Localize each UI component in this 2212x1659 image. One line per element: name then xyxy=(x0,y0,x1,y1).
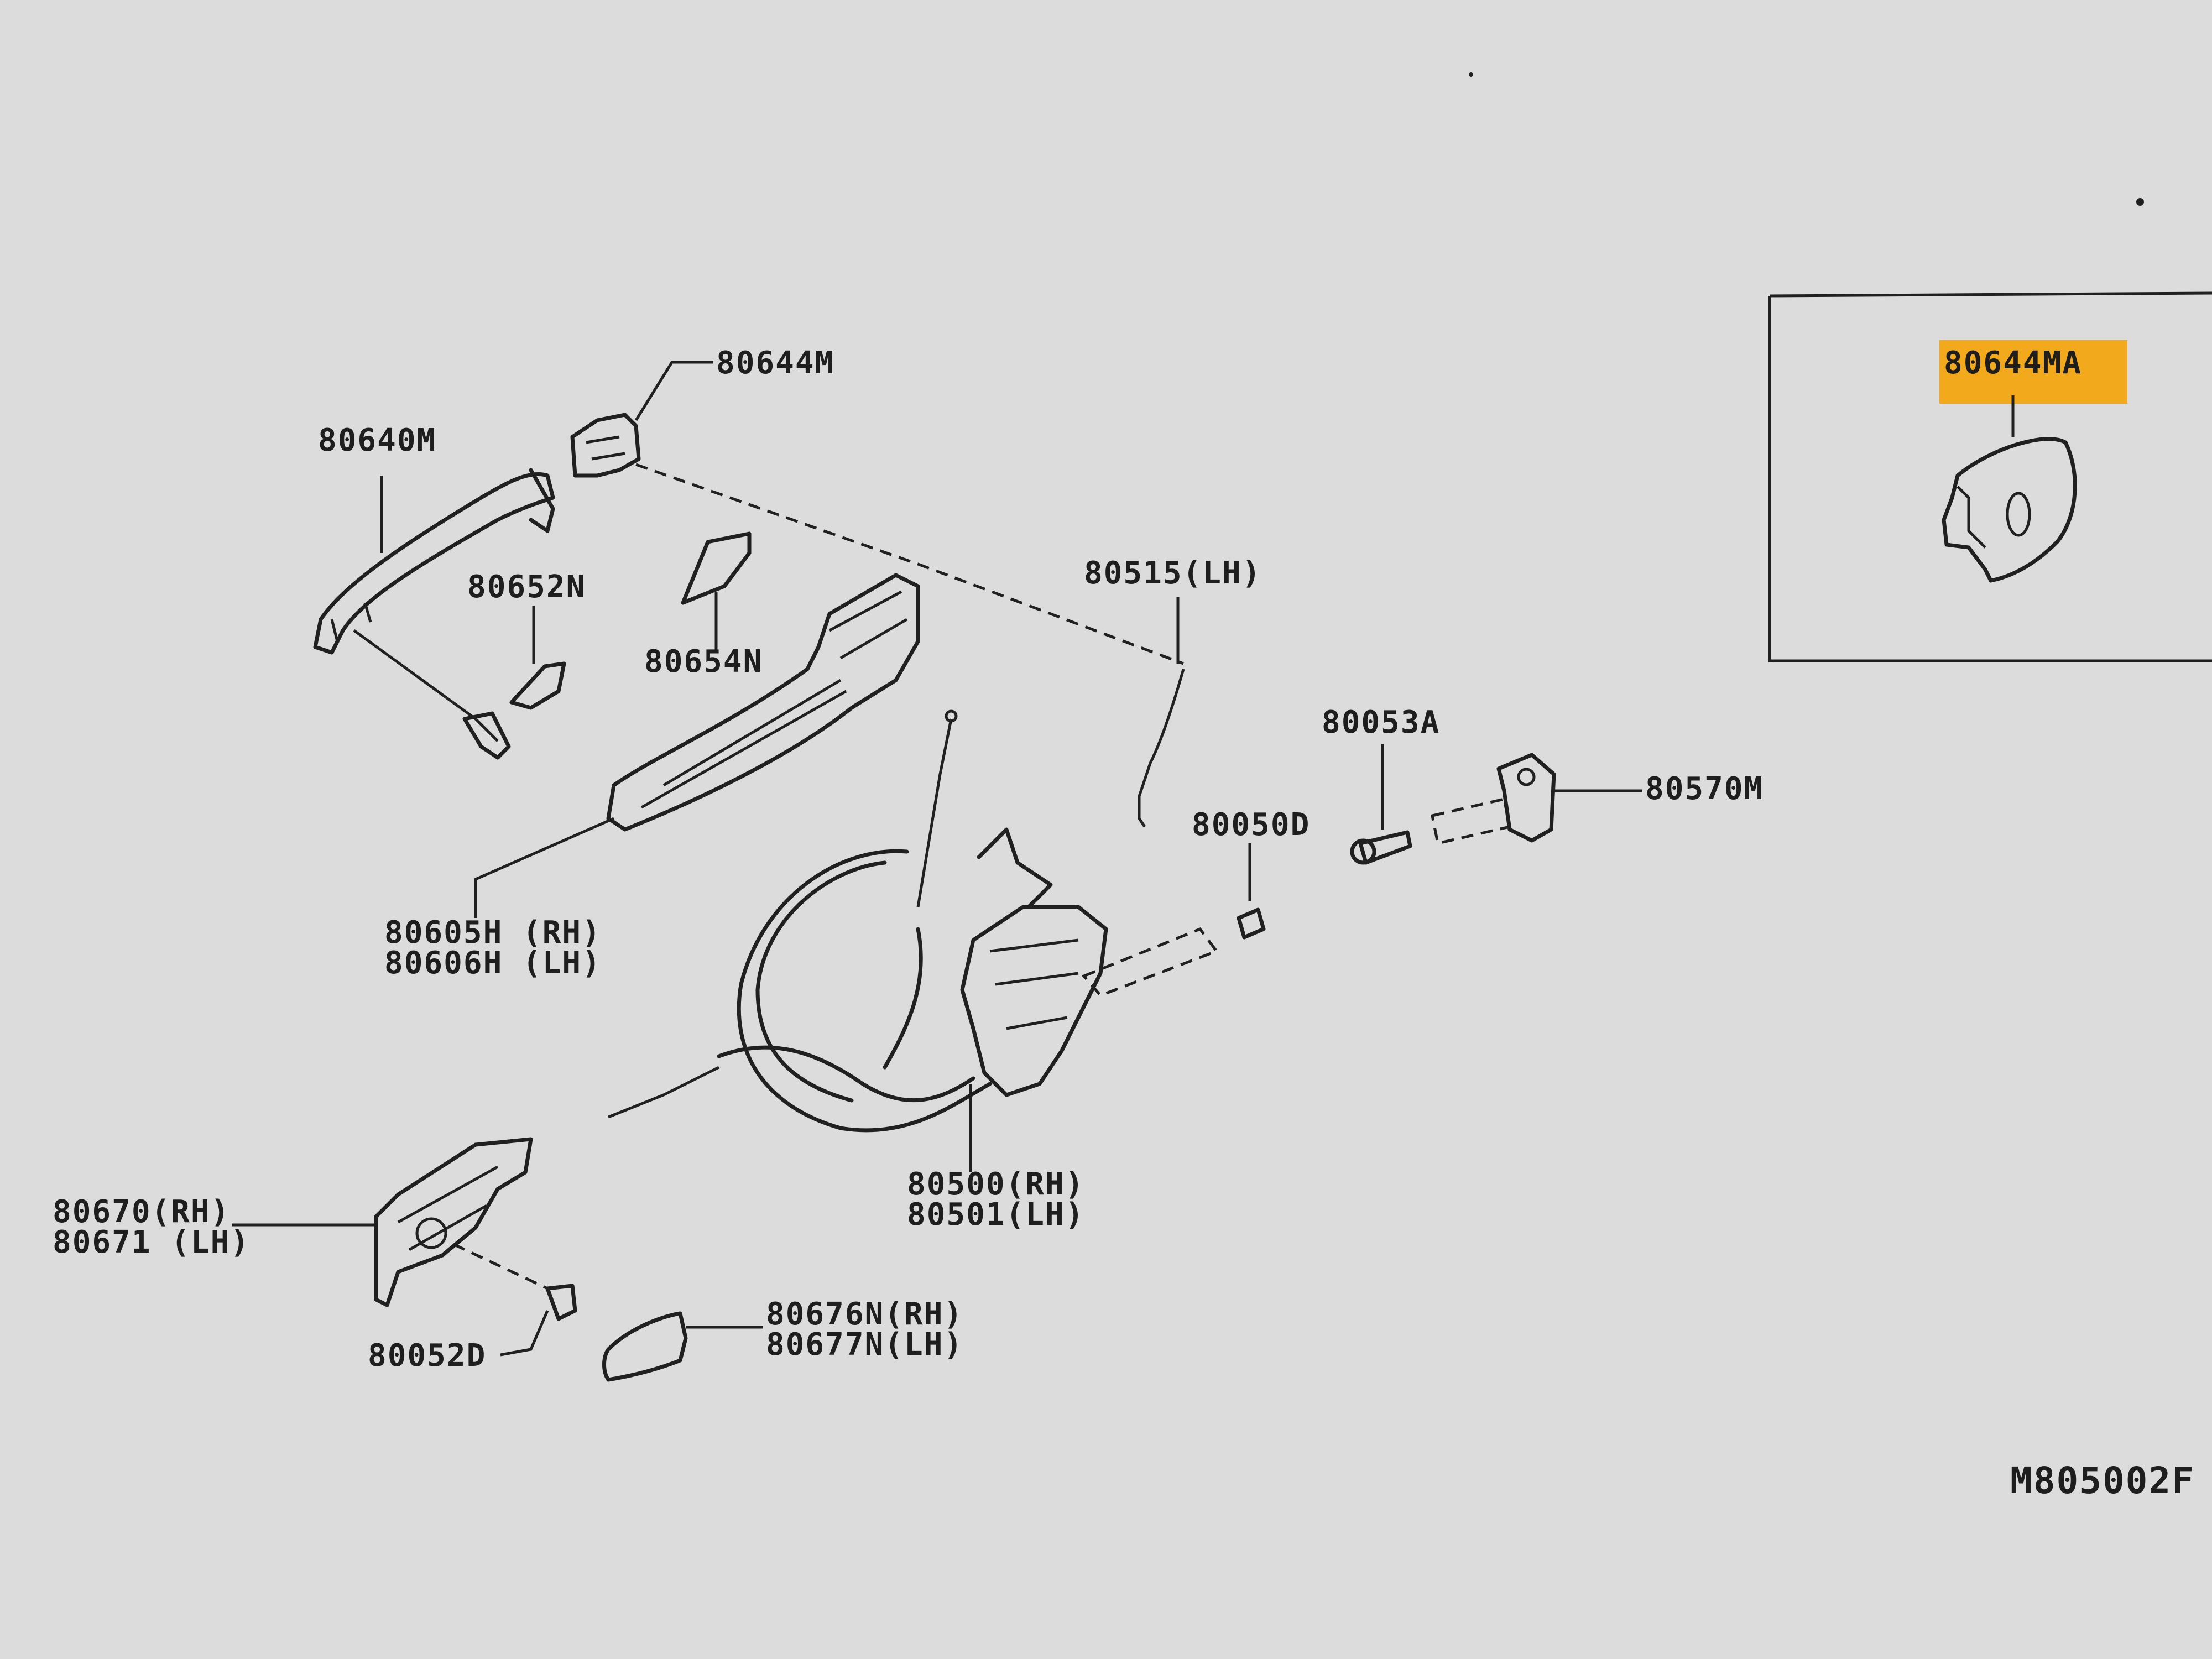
label-80654n: 80654N xyxy=(644,644,763,680)
inset-highlight xyxy=(1939,340,2127,404)
label-80677nlh: 80677N(LH) xyxy=(766,1327,963,1363)
label-80570m: 80570M xyxy=(1645,771,1764,807)
inset-box: 80644MA xyxy=(1768,291,2212,662)
label-80670rh: 80670(RH) xyxy=(53,1194,230,1230)
label-80500rh: 80500(RH) xyxy=(907,1166,1084,1202)
latch-80500: 80500(RH) 80501(LH) xyxy=(608,709,1219,1233)
label-80606h: 80606H (LH) xyxy=(384,945,602,981)
striker-80570m: 80570M xyxy=(1431,753,1764,846)
diagram-code: M805002F xyxy=(2010,1459,2195,1502)
inset-cap-part xyxy=(1942,437,2077,583)
gasket-80654n: 80654N xyxy=(644,531,763,680)
escutcheon-80676n: 80676N(RH) 80677N(LH) xyxy=(602,1296,963,1382)
label-80515lh: 80515(LH) xyxy=(1084,555,1261,591)
label-80050d: 80050D xyxy=(1192,807,1310,843)
label-80644m: 80644M xyxy=(716,345,834,381)
label-80605h: 80605H (RH) xyxy=(384,915,602,951)
label-80053a: 80053A xyxy=(1322,705,1440,740)
label-80501lh: 80501(LH) xyxy=(907,1197,1084,1233)
label-80052d: 80052D xyxy=(368,1338,486,1374)
label-80676nrh: 80676N(RH) xyxy=(766,1296,963,1332)
inset-part-label: 80644MA xyxy=(1944,345,2082,381)
clip-80652n: 80652N xyxy=(467,569,586,710)
screw-80052d: 80052D xyxy=(368,1284,577,1374)
label-80652n: 80652N xyxy=(467,569,586,605)
label-80671lh: 80671 (LH) xyxy=(53,1224,250,1260)
bracket-80605h: 80605H (RH) 80606H (LH) xyxy=(384,573,920,981)
bolt-80050d: 80050D xyxy=(1192,807,1310,940)
label-80640m: 80640M xyxy=(318,422,436,458)
screw-80053a: 80053A xyxy=(1322,705,1440,865)
inner-handle-80670: 80670(RH) 80671 (LH) xyxy=(53,1137,549,1307)
handle-80640m: 80640M xyxy=(313,422,555,760)
cap-80644m: 80644M xyxy=(570,345,834,478)
rod-80515lh: 80515(LH) xyxy=(1084,555,1261,828)
